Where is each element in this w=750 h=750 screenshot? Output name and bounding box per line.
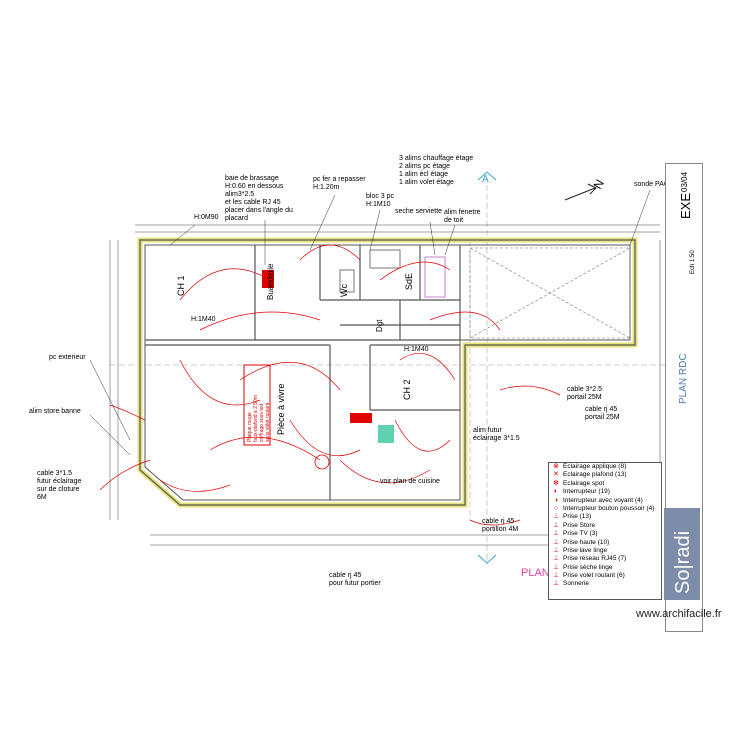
annotation-seche-serviette: seche serviette [395,208,443,215]
legend-item: ⊥Sonnerie [552,580,590,588]
ceiling-light-icon: ✕ [553,471,559,479]
push-button-icon: ○ [553,504,559,512]
room-label-dgt: Dgt [375,319,384,332]
watermark: www.archifacile.fr [636,608,722,620]
outlet-icon: ⊥ [552,546,560,554]
legend-item: ⊥Prise réseau RJ45 (7) [552,555,627,563]
title-block-scale: Ech 1:50 [690,250,696,274]
legend-item: ✕Eclairage plafond (13) [549,471,661,479]
title-block-title: PLAN RDC [678,353,689,404]
room-label-sde: SdE [404,272,414,290]
annotation-baie-brassage: baie de brassage H:0.60 en dessous alim3… [225,175,293,222]
legend-item: ✻Eclairage spot [549,480,661,488]
outlet-icon: ⊥ [552,538,560,546]
leader-lines [89,189,651,456]
legend-item: ○Interrupteur bouton poussoir (4) [549,505,661,513]
switch-indicator-icon: ◑ [553,496,559,504]
annex-outline [469,247,631,339]
room-label-ch1: CH 1 [176,275,186,296]
annotation-sonde-pac: sonde PAC [634,181,669,188]
annotation-cable-3-1-5: cable 3*1.5 futur éclairage sur de clotu… [37,470,82,501]
annotation-alims-etage: 3 alims chauffage étage 2 alims pc étage… [399,155,474,186]
north-arrow-icon [564,183,597,201]
annotation-cable-3-2-5: cable 3*2.5 portail 25M [567,386,603,401]
room-label-buanderie: Buanderie [266,263,275,300]
plan-label: PLAN [521,567,550,579]
red-note-text: Plaque rouge faux-plafond à 2.50m coffra… [247,395,271,442]
legend-item: ⊥Prise lave linge [552,546,608,554]
legend-item: ⊗Eclairage applique (8) [549,463,661,471]
ceiling-light-icon: ⊗ [553,463,559,470]
meter-circle [314,454,330,470]
annotation-alim-store: alim store banne [29,408,81,415]
annotation-pc-fer: pc fer a repasser H:1.20m [313,176,366,191]
red-note-box [243,364,271,446]
room-label-ch2: CH 2 [402,379,412,400]
network-outlet-icon: ⊥ [552,555,560,563]
outlet-icon: ⊥ [552,521,560,529]
annotation-cable-rj45-portier: cable rj 45 pour futur portier [329,572,381,587]
annotation-h-0m90: H:0M90 [194,214,219,221]
title-block-phase: EXE [678,192,693,219]
legend-item: ⊥Prise haute (10) [552,538,610,546]
annotation-alim-futur: alim futur éclairage 3*1.5 [473,427,520,442]
legend-item: ⊥Prise Store [552,521,596,529]
annotation-pc-exterieur: pc exterieur [49,354,86,361]
annotation-cable-rj45-portail: cable rj 45 portail 25M [585,406,620,421]
legend-item: ⊥Prise volet roulant (6) [552,572,625,580]
outlet-icon: ⊥ [552,530,560,538]
interior-walls [145,245,461,500]
bell-icon: ⊥ [552,580,560,588]
legend-item: ◐Interrupteur (19) [549,488,661,496]
spot-light-icon: ✻ [553,479,559,487]
outlet-icon: ⊥ [552,563,560,571]
company-logo: So|radi [664,508,700,600]
fixtures [262,249,446,443]
title-block-date: 03/04 [680,171,689,192]
section-markers [477,171,497,564]
annotation-h-1m40-a: H:1M40 [191,316,216,323]
legend: ⊗Eclairage applique (8) ✕Eclairage plafo… [548,462,662,600]
annotation-cable-rj45-portillon: cable rj 45 portillon 4M [482,518,519,533]
annotation-alim-fenetre: alim fenetre de toit [444,209,481,224]
wiring [99,244,561,526]
legend-item: ⊥Prise TV (3) [552,530,598,538]
outlet-icon: ⊥ [552,572,560,580]
legend-item: ⊥Prise sèche linge [552,563,613,571]
annotation-h-1m40-b: H:1M40 [404,346,429,353]
room-label-wc: Wc [339,284,349,297]
axis-label-top: A [482,174,489,185]
switch-icon: ◐ [553,488,559,496]
outlet-icon: ⊥ [552,513,560,521]
legend-item: ◑Interrupteur avec voyant (4) [549,497,661,505]
annotation-voir-plan: voir plan de cuisine [380,478,440,485]
legend-item: ⊥Prise (13) [552,513,592,521]
room-label-piece-vivre: Pièce à vivre [276,383,286,435]
annotation-bloc-3pc: bloc 3 pc H:1M10 [366,193,395,208]
